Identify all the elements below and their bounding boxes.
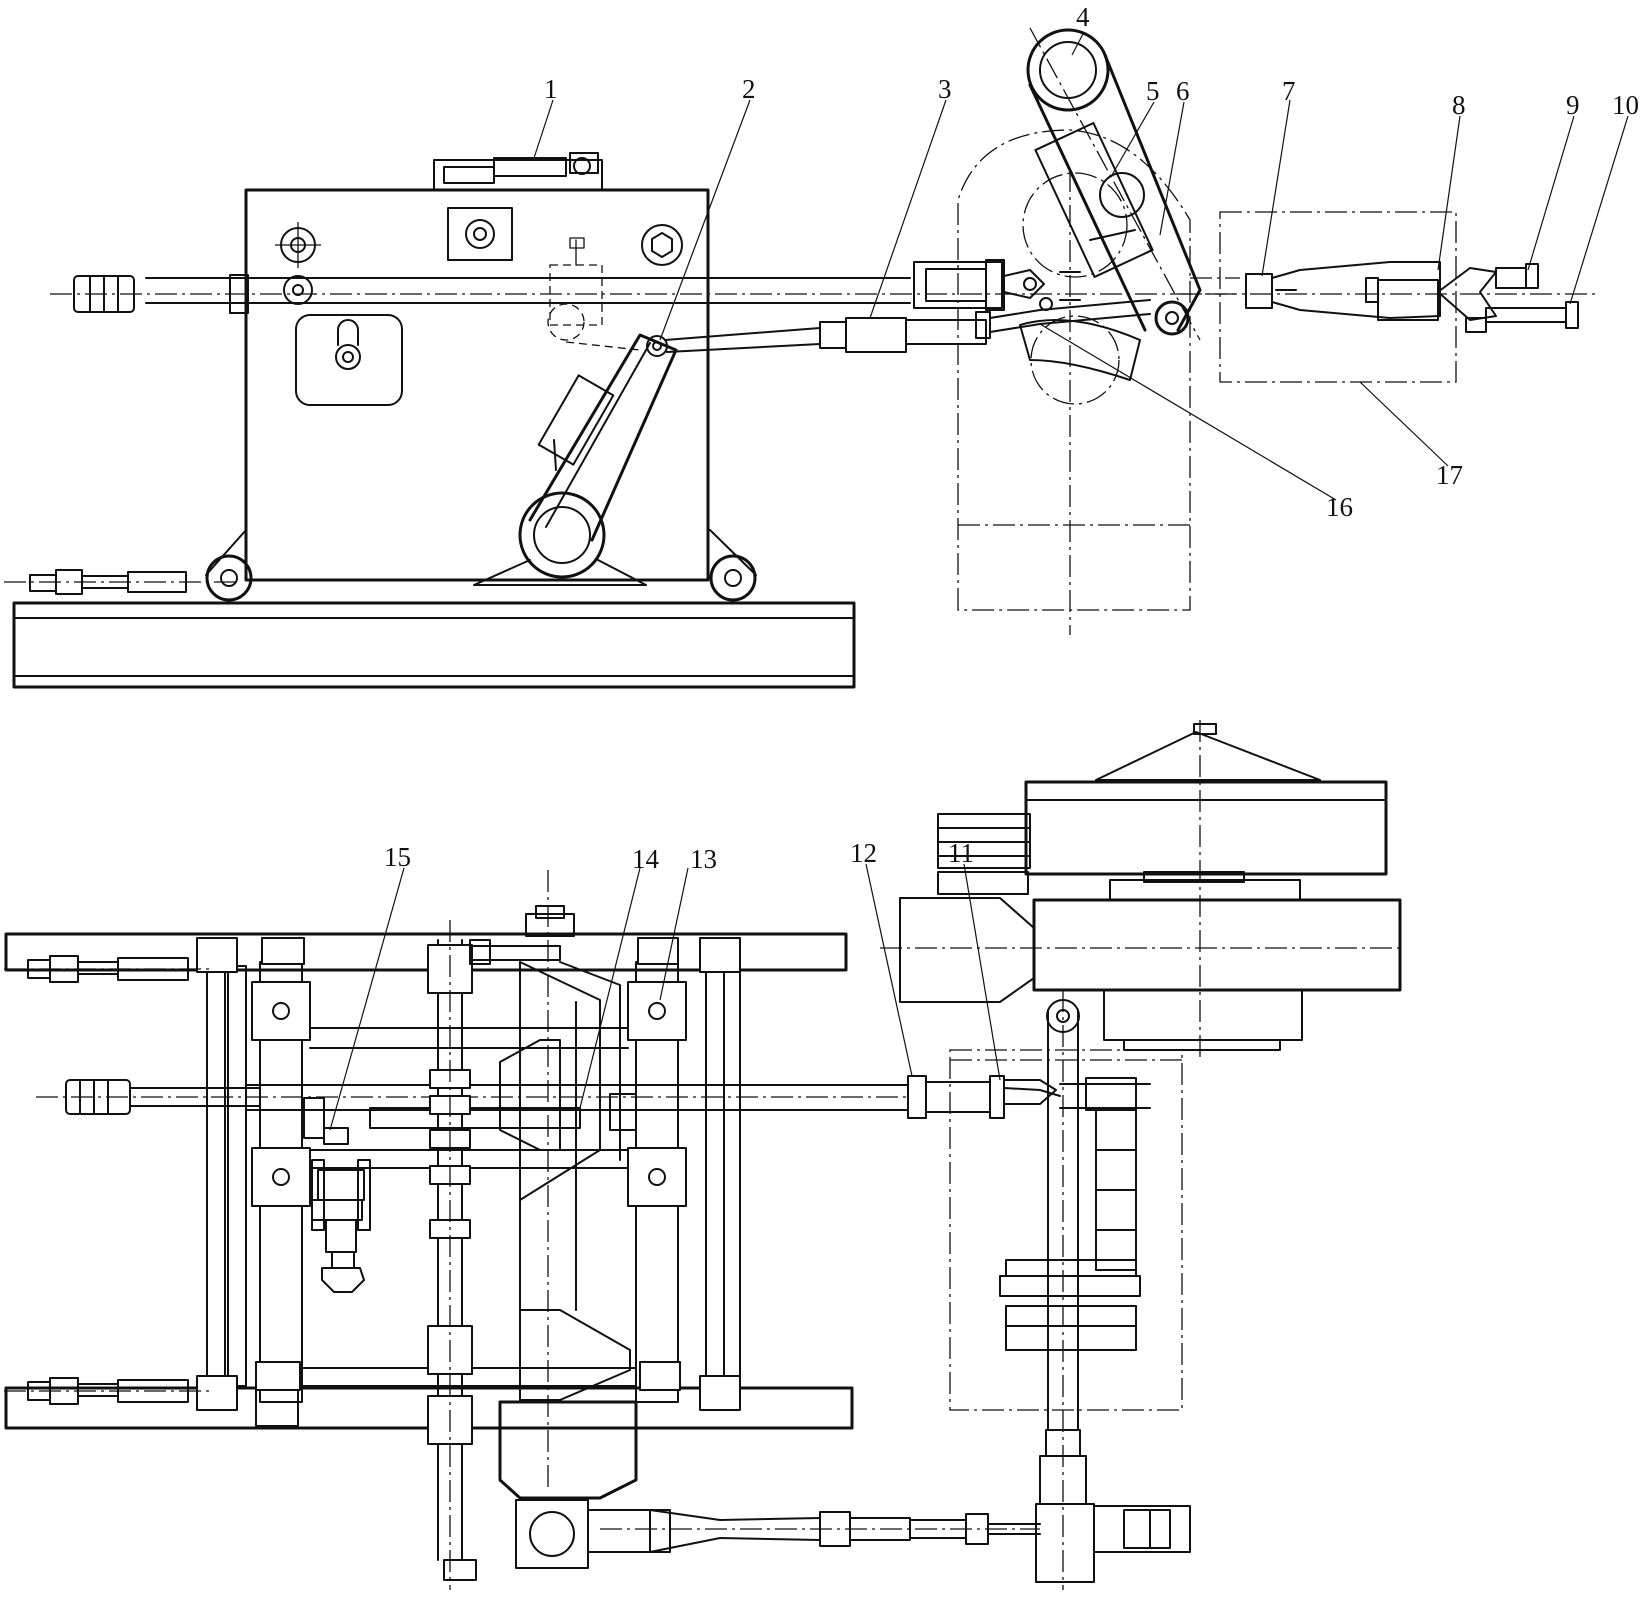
main-slide-rod — [50, 274, 1240, 314]
callout-11: 11 — [948, 838, 974, 868]
plan-vertical-shaft — [427, 920, 477, 1590]
callout-3: 3 — [938, 74, 952, 104]
top-cylinder — [433, 152, 603, 191]
clamp-head — [913, 259, 1081, 311]
callout-6: 6 — [1176, 76, 1190, 106]
transfer-module — [1180, 211, 1600, 383]
plan-vertical-link — [1035, 990, 1191, 1590]
callout-5: 5 — [1146, 76, 1160, 106]
swing-arm — [1026, 27, 1202, 341]
frame-wheels — [205, 529, 757, 602]
lower-tie-rod — [4, 569, 240, 595]
callout-7: 7 — [1282, 76, 1296, 106]
callout-10: 10 — [1612, 90, 1639, 120]
press-column — [957, 129, 1191, 635]
plan-view — [4, 720, 1402, 1590]
swing-lever — [473, 333, 678, 586]
callout-8: 8 — [1452, 90, 1466, 120]
callout-labels: 1 2 3 4 5 6 7 8 9 10 11 12 13 14 15 16 1… — [384, 2, 1639, 874]
plan-press-motor — [949, 1049, 1183, 1411]
callout-leaders — [329, 31, 1629, 1131]
plan-gripper — [303, 1097, 371, 1293]
plan-bottom-linkage — [498, 1400, 1041, 1569]
plan-frame-columns — [196, 937, 741, 1427]
callout-1: 1 — [544, 74, 558, 104]
callout-17: 17 — [1436, 460, 1463, 490]
callout-12: 12 — [850, 838, 877, 868]
callout-4: 4 — [1076, 2, 1090, 32]
plan-left-rods — [4, 955, 910, 1405]
plan-flywheel — [880, 720, 1402, 1060]
callout-16: 16 — [1326, 492, 1353, 522]
callout-14: 14 — [632, 844, 660, 874]
callout-15: 15 — [384, 842, 411, 872]
plan-pushers — [907, 1075, 1151, 1119]
callout-2: 2 — [742, 74, 756, 104]
callout-9: 9 — [1566, 90, 1580, 120]
base-rail — [12, 601, 856, 689]
frame-body — [244, 188, 710, 582]
plan-top-bracket — [469, 905, 575, 965]
connecting-rod — [664, 299, 1151, 353]
callout-13: 13 — [690, 844, 717, 874]
elevation-view — [4, 27, 1600, 689]
plan-center-slide — [245, 870, 911, 1490]
